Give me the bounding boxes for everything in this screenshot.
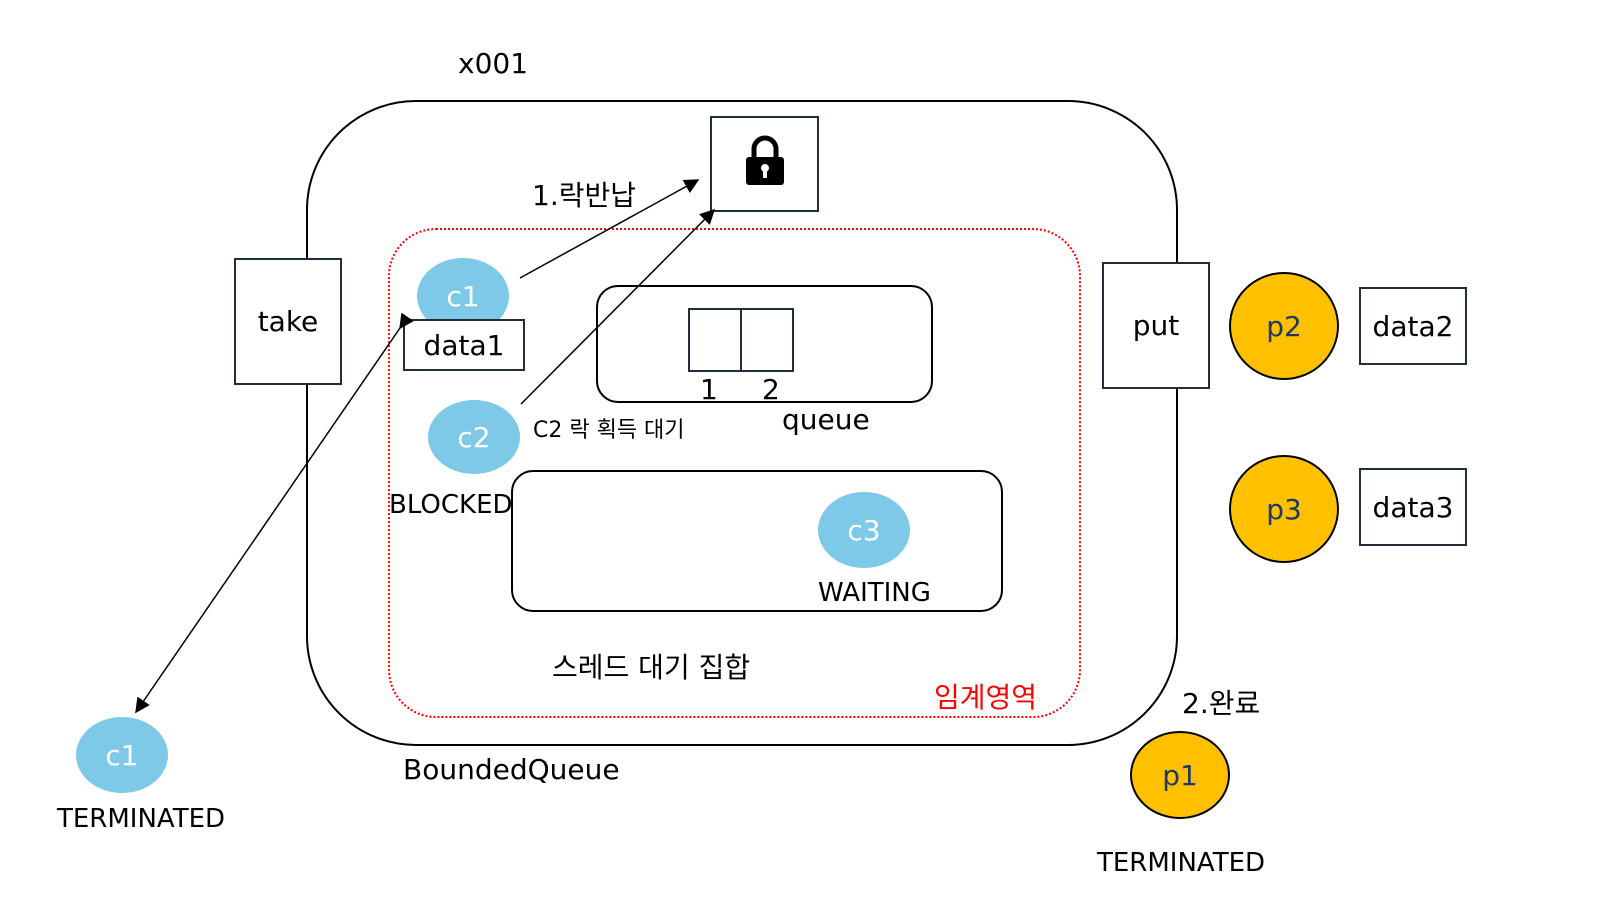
thread-name: c2 xyxy=(457,420,491,454)
thread-name: c1 xyxy=(446,279,480,313)
wait-set-box xyxy=(511,470,1003,612)
done-step-label: 2.완료 xyxy=(1182,687,1261,720)
c3-state-label: WAITING xyxy=(818,578,931,608)
data-label: data3 xyxy=(1372,490,1454,524)
producer-thread-p3: p3 xyxy=(1229,455,1339,563)
consumer-thread-c2: c2 xyxy=(428,400,520,474)
queue-slot-index: 1 xyxy=(700,373,718,406)
take-method-box: take xyxy=(234,258,342,385)
object-id-label: x001 xyxy=(458,47,529,80)
thread-name: c1 xyxy=(105,738,139,772)
put-method-box: put xyxy=(1102,262,1210,389)
queue-slot xyxy=(740,308,794,372)
lock-icon xyxy=(742,135,788,194)
take-label: take xyxy=(257,305,319,338)
data3-box: data3 xyxy=(1359,468,1467,546)
lock-box xyxy=(710,116,819,212)
critical-section-label: 임계영역 xyxy=(934,681,1038,714)
data-label: data1 xyxy=(423,328,505,362)
thread-name: c3 xyxy=(847,513,881,547)
release-lock-step-label: 1.락반납 xyxy=(532,179,636,212)
queue-slot-index: 2 xyxy=(762,373,780,406)
queue-label: queue xyxy=(782,403,870,436)
data-label: data2 xyxy=(1372,309,1454,343)
consumer-thread-c1-terminated: c1 xyxy=(76,717,168,793)
producer-thread-p1: p1 xyxy=(1130,731,1230,819)
consumer-thread-c3: c3 xyxy=(818,492,910,568)
thread-name: p1 xyxy=(1162,758,1198,792)
thread-name: p3 xyxy=(1266,492,1302,526)
p1-state-label: TERMINATED xyxy=(1097,848,1266,878)
c2-lock-wait-note: C2 락 획득 대기 xyxy=(533,418,685,443)
data2-box: data2 xyxy=(1359,287,1467,365)
c1-state-label: TERMINATED xyxy=(57,804,226,834)
producer-thread-p2: p2 xyxy=(1229,272,1339,380)
data1-box: data1 xyxy=(403,319,525,371)
queue-slot xyxy=(688,308,742,372)
bounded-queue-label: BoundedQueue xyxy=(403,753,620,786)
put-label: put xyxy=(1132,309,1180,342)
thread-name: p2 xyxy=(1266,309,1302,343)
wait-set-label: 스레드 대기 집합 xyxy=(552,651,751,684)
c2-state-label: BLOCKED xyxy=(389,490,513,520)
